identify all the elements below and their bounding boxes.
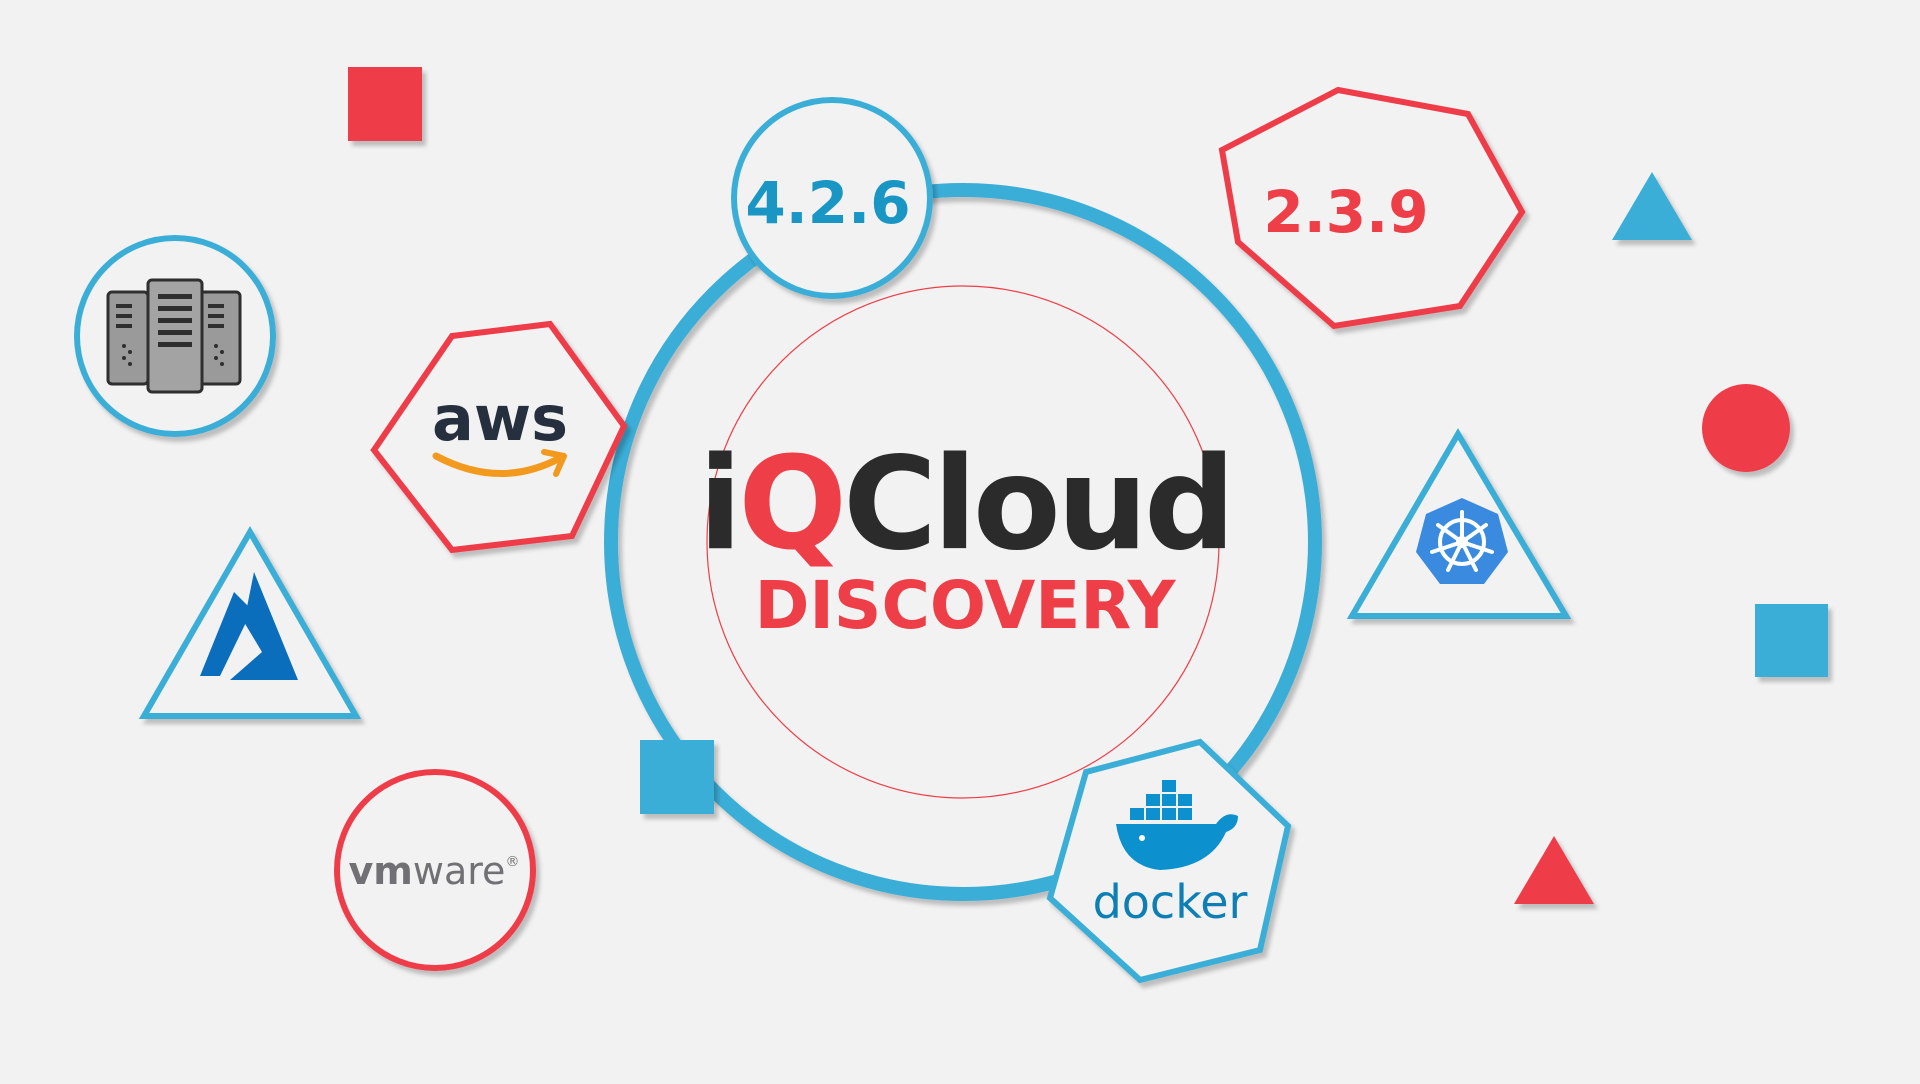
amazon-smile-arrow-icon — [432, 449, 567, 477]
brand-letter-q: Q — [738, 430, 843, 579]
version-blue-text: 4.2.6 — [745, 169, 910, 237]
red-square-decoration — [348, 67, 422, 141]
brand-subtitle: DISCOVERY — [755, 567, 1177, 644]
version-red-text: 2.3.9 — [1263, 178, 1428, 246]
aws-wordmark: aws — [432, 382, 568, 455]
docker-wordmark: docker — [1093, 875, 1248, 929]
blue-triangle-decoration — [1612, 172, 1692, 240]
server-badge — [74, 235, 276, 437]
docker-whale-icon — [1116, 780, 1238, 870]
red-circle-decoration — [1702, 384, 1790, 472]
version-badge-blue: 4.2.6 — [731, 97, 933, 299]
vmware-wordmark: vmware® — [349, 849, 520, 893]
brand-logo: iQCloud DISCOVERY — [698, 430, 1235, 644]
brand-name: Cloud — [843, 430, 1232, 579]
vmware-badge: vmware® — [334, 769, 536, 971]
brand-letter-i: i — [698, 430, 738, 579]
azure-logo-icon — [200, 572, 298, 680]
azure-badge — [138, 525, 362, 719]
kubernetes-badge — [1346, 428, 1572, 619]
version-badge-red: 2.3.9 — [1218, 86, 1526, 330]
red-triangle-decoration — [1514, 836, 1594, 904]
aws-badge: aws — [370, 320, 628, 554]
inner-thin-ring — [706, 285, 1220, 799]
docker-badge: docker — [1046, 738, 1292, 984]
kubernetes-helm-wheel-icon — [1416, 498, 1508, 584]
main-ring — [604, 183, 1322, 901]
brand-wordmark: iQCloud — [698, 430, 1231, 579]
server-rack-icon — [106, 278, 242, 394]
ring-blue-square-decoration — [640, 740, 714, 814]
blue-square-decoration — [1755, 604, 1828, 677]
